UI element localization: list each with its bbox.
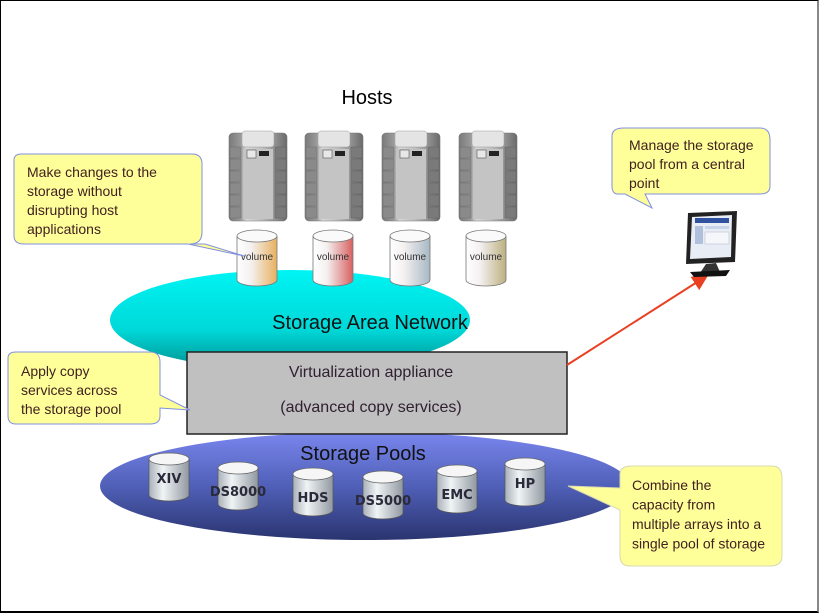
callout-changes-text: applications <box>27 221 101 237</box>
callout-changes-text: disrupting host <box>27 202 118 218</box>
appliance-line2: (advanced copy services) <box>280 399 461 416</box>
hosts-group <box>228 130 518 222</box>
callout-manage-bubble <box>611 127 771 210</box>
storage-pools-label: Storage Pools <box>300 443 426 465</box>
virtualization-appliance-box <box>186 351 568 435</box>
storage-arrays-group: XIV DS8000 HDS DS5000 EMC HP <box>148 452 546 520</box>
storage-array-label: EMC <box>441 488 472 503</box>
callout-copy-text: Apply copy <box>21 363 89 379</box>
callout-copy-bubble <box>7 351 191 425</box>
storage-array-icon: DS8000 <box>210 461 266 511</box>
callout-combine-text: Combine the <box>632 477 712 493</box>
callout-copy-text: the storage pool <box>21 401 121 417</box>
callout-copy-text: services across <box>21 382 117 398</box>
volume-label: volume <box>470 252 503 263</box>
volume-cylinder-icon: volume <box>389 229 431 287</box>
host-server-icon <box>381 130 441 222</box>
san-ellipse <box>110 270 470 370</box>
callout-changes-bubble <box>13 153 245 257</box>
storage-array-label: HDS <box>297 491 328 506</box>
volume-cylinder-icon: volume <box>312 229 354 287</box>
host-server-icon <box>304 130 364 222</box>
storage-array-label: XIV <box>157 472 182 487</box>
storage-array-icon: HDS <box>292 467 334 517</box>
storage-array-icon: XIV <box>148 452 190 502</box>
volumes-group: volume volume volume volume <box>236 229 507 287</box>
host-server-icon <box>458 130 518 222</box>
callout-manage-text: Manage the storage <box>629 137 754 153</box>
callout-combine-text: capacity from <box>632 497 715 513</box>
management-arrow <box>566 274 709 366</box>
callout-changes-text: storage without <box>27 183 122 199</box>
volume-label: volume <box>317 252 350 263</box>
callout-combine-text: single pool of storage <box>632 536 765 552</box>
storage-array-icon: EMC <box>436 464 478 514</box>
host-server-icon <box>228 130 288 222</box>
storage-array-label: HP <box>515 477 535 492</box>
volume-cylinder-icon: volume <box>465 229 507 287</box>
callout-combine-text: multiple arrays into a <box>632 516 761 532</box>
storage-array-label: DS8000 <box>210 485 266 500</box>
storage-array-icon: HP <box>504 457 546 507</box>
volume-label: volume <box>394 252 427 263</box>
volume-label: volume <box>241 252 274 263</box>
callout-manage-text: point <box>629 175 659 191</box>
callout-manage-text: pool from a central <box>629 156 745 172</box>
storage-array-icon: DS5000 <box>355 470 411 520</box>
hosts-title: Hosts <box>341 87 392 109</box>
callout-combine-bubble <box>567 465 783 567</box>
volume-cylinder-icon: volume <box>236 229 278 287</box>
san-label: Storage Area Network <box>272 312 469 334</box>
storage-array-label: DS5000 <box>355 494 411 509</box>
callouts-group: Make changes to the storage without disrup… <box>7 127 783 567</box>
appliance-line1: Virtualization appliance <box>289 364 453 381</box>
callout-changes-text: Make changes to the <box>27 164 157 180</box>
management-console-icon <box>686 211 737 277</box>
